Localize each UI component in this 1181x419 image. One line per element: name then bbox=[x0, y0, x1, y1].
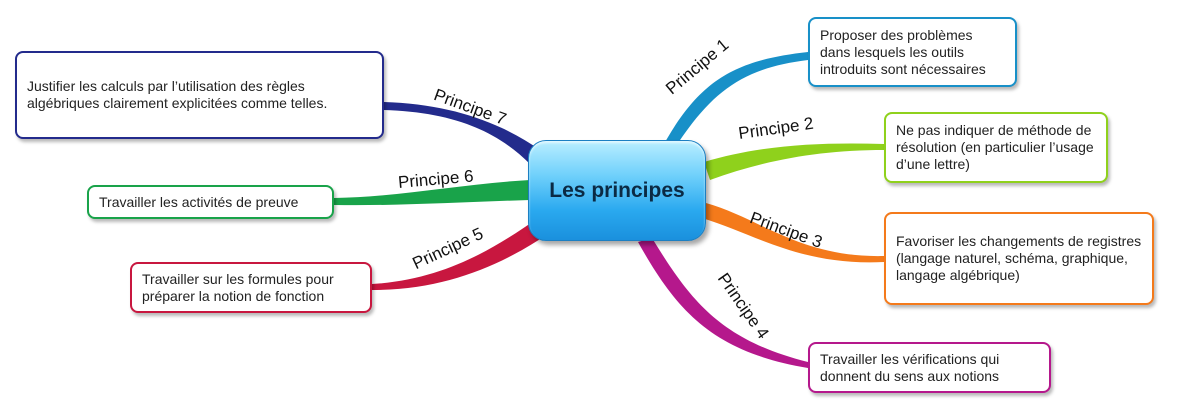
topic-principe-2[interactable]: Ne pas indiquer de méthode de résolution… bbox=[884, 112, 1108, 183]
topic-principe-5-text: Travailler sur les formules pour prépare… bbox=[142, 270, 334, 304]
topic-principe-2-text: Ne pas indiquer de méthode de résolution… bbox=[896, 122, 1094, 172]
branch-principe-3 bbox=[702, 203, 884, 263]
branch-principe-7 bbox=[384, 102, 540, 164]
topic-principe-5[interactable]: Travailler sur les formules pour prépare… bbox=[130, 262, 372, 313]
branch-principe-2 bbox=[704, 143, 884, 180]
branch-principe-4 bbox=[638, 238, 808, 368]
topic-principe-7-text: Justifier les calculs par l’utilisation … bbox=[27, 78, 328, 111]
topic-principe-1[interactable]: Proposer des problèmes dans lesquels les… bbox=[808, 17, 1017, 87]
central-topic[interactable]: Les principes bbox=[528, 140, 706, 241]
branch-principe-1 bbox=[664, 52, 808, 146]
topic-principe-6-text: Travailler les activités de preuve bbox=[99, 193, 299, 210]
topic-principe-1-text: Proposer des problèmes dans lesquels les… bbox=[820, 26, 986, 77]
topic-principe-3[interactable]: Favoriser les changements de registres (… bbox=[884, 212, 1154, 305]
topic-principe-7[interactable]: Justifier les calculs par l’utilisation … bbox=[15, 51, 384, 139]
topic-principe-6[interactable]: Travailler les activités de preuve bbox=[87, 185, 334, 219]
central-topic-label: Les principes bbox=[549, 178, 685, 202]
topic-principe-4-text: Travailler les vérifications qui donnent… bbox=[820, 350, 1000, 384]
branch-principe-6 bbox=[334, 180, 530, 206]
topic-principe-3-text: Favoriser les changements de registres (… bbox=[896, 233, 1142, 283]
topic-principe-4[interactable]: Travailler les vérifications qui donnent… bbox=[808, 342, 1051, 393]
